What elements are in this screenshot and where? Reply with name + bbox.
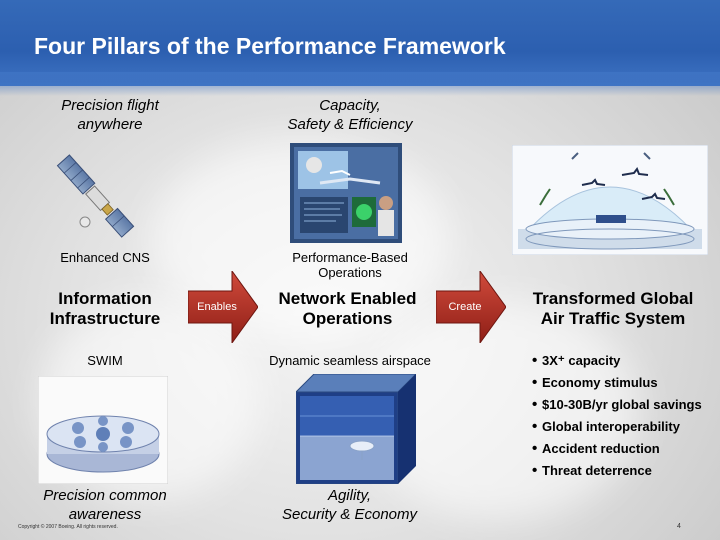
middle-bottom-caption-line1: Agility, [262, 486, 437, 505]
global-air-traffic-icon [512, 145, 708, 255]
satellite-icon [50, 140, 150, 245]
list-item: •3X⁺ capacity [532, 350, 702, 372]
enables-label: Enables [188, 301, 246, 313]
swim-network-icon [38, 376, 168, 484]
left-bottom-caption-line2: awareness [25, 505, 185, 524]
page-number: 4 [677, 523, 681, 530]
left-top-caption: Precision flight anywhere [40, 96, 180, 134]
left-top-caption-line1: Precision flight [40, 96, 180, 115]
heading-line1: Network Enabled [260, 289, 435, 309]
benefits-list: •3X⁺ capacity •Economy stimulus •$10-30B… [532, 350, 702, 482]
list-item: •Global interoperability [532, 416, 702, 438]
create-label: Create [436, 301, 494, 313]
bullet-text: $10-30B/yr global savings [542, 397, 702, 412]
bullet-icon: • [532, 372, 542, 394]
bullet-text: Accident reduction [542, 441, 660, 456]
pbo-line1: Performance-Based [275, 250, 425, 265]
heading-line2: Operations [260, 309, 435, 329]
enhanced-cns-label: Enhanced CNS [40, 250, 170, 265]
heading-line1: Transformed Global [515, 289, 711, 309]
bullet-icon: • [532, 438, 542, 460]
bullet-icon: • [532, 394, 542, 416]
left-bottom-caption: Precision common awareness [25, 486, 185, 524]
heading-line2: Infrastructure [30, 309, 180, 329]
list-item: •Threat deterrence [532, 460, 702, 482]
copyright-notice: Copyright © 2007 Boeing. All rights rese… [18, 524, 118, 530]
heading-line2: Air Traffic System [515, 309, 711, 329]
middle-top-caption-line1: Capacity, [270, 96, 430, 115]
bullet-icon: • [532, 416, 542, 438]
middle-bottom-caption: Agility, Security & Economy [262, 486, 437, 524]
bullet-text: 3X⁺ capacity [542, 353, 620, 368]
bullet-text: Threat deterrence [542, 463, 652, 478]
operations-center-icon [290, 143, 402, 243]
airspace-cube-icon [296, 374, 416, 484]
dynamic-seamless-airspace-label: Dynamic seamless airspace [250, 353, 450, 368]
information-infrastructure-heading: Information Infrastructure [30, 289, 180, 329]
bullet-text: Economy stimulus [542, 375, 658, 390]
middle-bottom-caption-line2: Security & Economy [262, 505, 437, 524]
bullet-icon: • [532, 460, 542, 482]
heading-line1: Information [30, 289, 180, 309]
left-top-caption-line2: anywhere [40, 115, 180, 134]
network-enabled-operations-heading: Network Enabled Operations [260, 289, 435, 329]
swim-label: SWIM [40, 353, 170, 368]
bullet-icon: • [532, 350, 542, 372]
list-item: •Accident reduction [532, 438, 702, 460]
pbo-line2: Operations [275, 265, 425, 280]
bullet-text: Global interoperability [542, 419, 680, 434]
transformed-global-heading: Transformed Global Air Traffic System [515, 289, 711, 329]
list-item: •Economy stimulus [532, 372, 702, 394]
middle-top-caption: Capacity, Safety & Efficiency [270, 96, 430, 134]
slide-title: Four Pillars of the Performance Framewor… [34, 33, 506, 60]
list-item: •$10-30B/yr global savings [532, 394, 702, 416]
left-bottom-caption-line1: Precision common [25, 486, 185, 505]
middle-top-caption-line2: Safety & Efficiency [270, 115, 430, 134]
title-bar-fade [0, 72, 720, 96]
performance-based-operations-label: Performance-Based Operations [275, 250, 425, 280]
